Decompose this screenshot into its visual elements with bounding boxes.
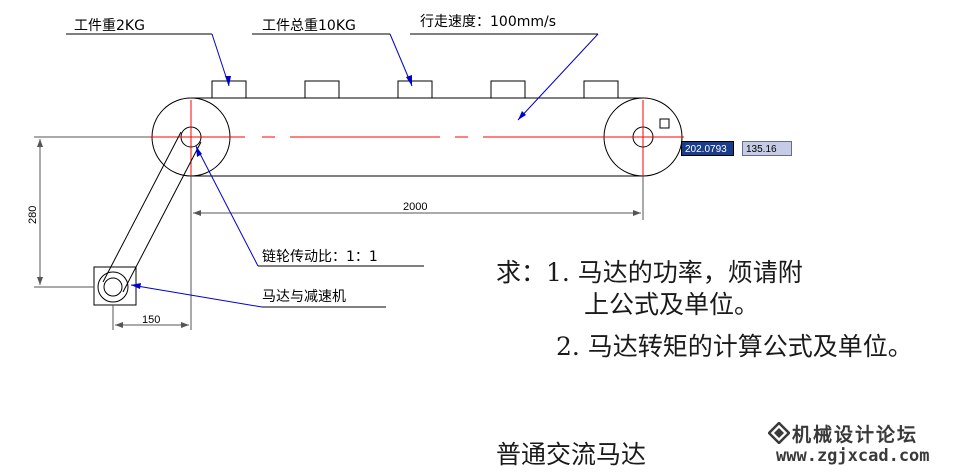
question-line-1-continued: 上公式及单位。 [584, 290, 760, 319]
leader-lines [130, 33, 599, 308]
dimension-offset: 150 [142, 314, 160, 326]
workpiece [397, 80, 433, 99]
watermark-title: 机械设计论坛 [792, 424, 919, 446]
workpiece [583, 80, 619, 99]
workpiece [304, 80, 340, 99]
dimension-height: 280 [27, 206, 39, 224]
motor-sprocket [97, 271, 129, 303]
dimension-arrows [37, 139, 641, 328]
centerlines [150, 100, 684, 178]
motor-reducer-label: 马达与减速机 [262, 289, 346, 305]
forum-logo-icon [768, 422, 790, 444]
coordinate-x-field[interactable]: 202.0793 [681, 141, 734, 156]
dimension-length: 2000 [403, 201, 427, 213]
motor-shaft [103, 277, 123, 297]
question-line-1: 求：1. 马达的功率，烦请附 [496, 258, 803, 287]
pick-box [659, 118, 670, 129]
motor-reducer-housing [93, 266, 137, 306]
chain-drive [93, 131, 202, 306]
chain-ratio-label: 链轮传动比：1：1 [262, 249, 378, 265]
question-line-2: 2. 马达转矩的计算公式及单位。 [556, 332, 913, 361]
watermark: 机械设计论坛 www.zgjxcad.com [764, 418, 950, 472]
workpiece-weight-label: 工件重2KG [74, 18, 145, 34]
total-weight-label: 工件总重10KG [262, 18, 356, 34]
workpiece [490, 80, 526, 99]
dimension-lines [34, 136, 644, 330]
watermark-url: www.zgjxcad.com [776, 446, 930, 466]
leader-arrowheads [131, 75, 526, 289]
coordinate-y-field[interactable]: 135.16 [742, 141, 792, 156]
travel-speed-label: 行走速度：100mm/s [420, 14, 556, 30]
workpieces [211, 80, 619, 99]
label-underlines [66, 33, 598, 308]
motor-type-text: 普通交流马达 [496, 440, 647, 469]
